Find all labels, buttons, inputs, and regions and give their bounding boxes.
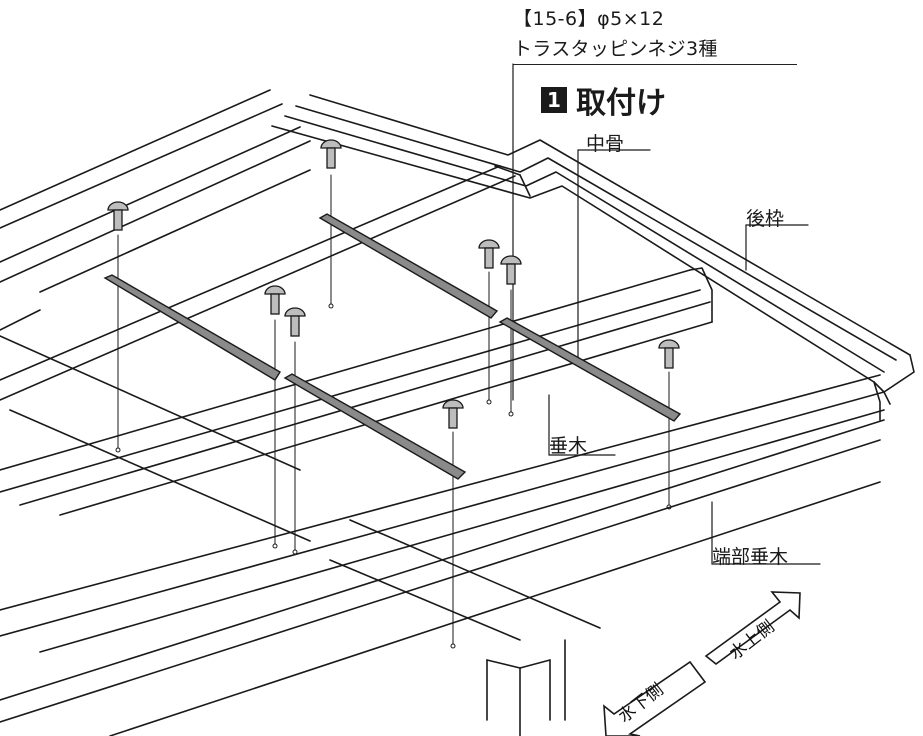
mid-bar-2 bbox=[318, 213, 499, 319]
screw-spec-code: 【15-6】φ5×12 bbox=[513, 8, 665, 30]
screws bbox=[107, 139, 680, 429]
screw-icon bbox=[500, 255, 522, 285]
panel-lines bbox=[0, 335, 601, 641]
support-post bbox=[486, 639, 566, 736]
label-rafter: 垂木 bbox=[549, 435, 588, 457]
rear-frame bbox=[271, 94, 915, 421]
label-mid-bar: 中骨 bbox=[586, 133, 625, 155]
screw-spec-name: トラスタッピンネジ3種 bbox=[513, 38, 718, 60]
mid-bar-1 bbox=[103, 274, 281, 381]
spec-underline bbox=[513, 64, 797, 65]
rafter-middle bbox=[0, 165, 713, 516]
mid-bar-4 bbox=[498, 317, 682, 422]
screw-icon bbox=[442, 399, 464, 429]
mid-bars bbox=[103, 213, 682, 480]
screw-icon bbox=[478, 239, 500, 269]
leader-lines bbox=[512, 63, 821, 565]
label-end-rafter: 端部垂木 bbox=[712, 546, 789, 568]
step-title-text: 取付け bbox=[576, 86, 666, 121]
step-number-badge: 1 bbox=[541, 87, 567, 113]
screw-icon bbox=[107, 201, 129, 231]
mid-bar-3 bbox=[283, 373, 467, 480]
label-rear-frame: 後枠 bbox=[746, 208, 785, 230]
screw-icon bbox=[284, 307, 306, 337]
screw-holes bbox=[115, 303, 672, 649]
screw-icon bbox=[264, 285, 286, 315]
step-title: 1 取付け bbox=[541, 78, 666, 122]
arrow-down-side bbox=[603, 660, 707, 736]
screw-icon bbox=[658, 339, 680, 369]
screw-icon bbox=[320, 139, 342, 169]
left-upper-rail bbox=[0, 89, 311, 331]
drop-lines bbox=[117, 174, 670, 645]
arrow-up-side bbox=[704, 591, 801, 666]
